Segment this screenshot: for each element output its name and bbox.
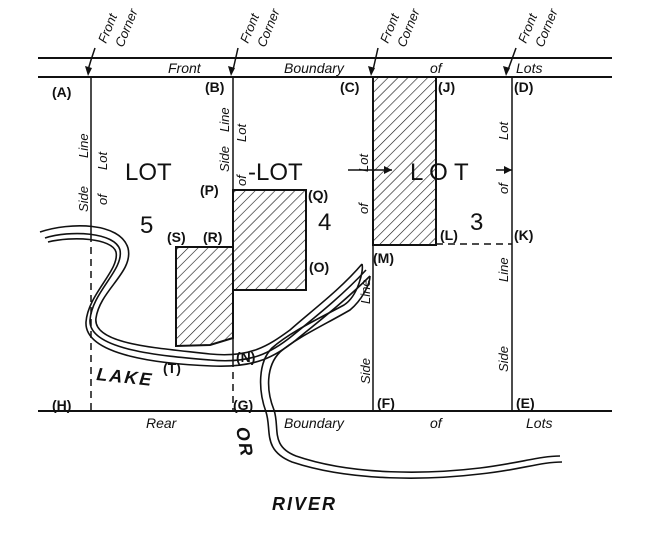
point-e-label: (E) xyxy=(516,395,535,411)
lake-label: LAKE xyxy=(96,364,155,390)
side-b-of: of xyxy=(234,174,249,186)
point-f-label: (F) xyxy=(377,395,395,411)
front-boundary-word-2: Boundary xyxy=(284,60,345,76)
front-boundary-word-1: Front xyxy=(168,60,202,76)
side-a-of: of xyxy=(95,193,110,205)
point-n-label: (N) xyxy=(236,349,255,365)
side-b-line: Line xyxy=(217,107,232,132)
point-j-label: (J) xyxy=(438,79,455,95)
front-corner-b: Front Corner xyxy=(228,6,283,76)
side-d-line: Line xyxy=(496,257,511,282)
rear-boundary-word-4: Lots xyxy=(526,415,552,431)
side-a-lot: Lot xyxy=(95,151,110,170)
side-d-of: of xyxy=(496,182,511,194)
point-c-label: (C) xyxy=(340,79,359,95)
side-c-lot: Lot xyxy=(356,153,371,172)
point-t-label: (T) xyxy=(163,360,181,376)
point-g-label: (G) xyxy=(233,397,253,413)
point-b-label: (B) xyxy=(205,79,224,95)
lot5-word: LOT xyxy=(125,159,172,186)
front-boundary-word-3: of xyxy=(430,60,444,76)
front-corner-label-line2: Corner xyxy=(532,6,561,49)
front-corner-a: Front Corner xyxy=(85,6,141,76)
point-m-label: (M) xyxy=(373,250,394,266)
lot3-word: L O T xyxy=(410,159,469,186)
point-q-label: (Q) xyxy=(308,187,328,203)
or-label: OR xyxy=(232,425,257,459)
front-corner-label-line2: Corner xyxy=(112,6,141,49)
river-banks xyxy=(39,225,563,479)
rear-boundary-word-2: Boundary xyxy=(284,415,345,431)
side-c-side: Side xyxy=(358,358,373,384)
side-c-of: of xyxy=(356,202,371,214)
point-s-label: (S) xyxy=(167,229,186,245)
point-h-label: (H) xyxy=(52,397,71,413)
side-b-side: Side xyxy=(217,146,232,172)
lot5-number: 5 xyxy=(140,212,153,239)
side-b-lot: Lot xyxy=(234,123,249,142)
rear-boundary-word-3: of xyxy=(430,415,444,431)
front-corner-label-line2: Corner xyxy=(254,6,283,49)
hatched-area-p-q-o-r xyxy=(232,189,307,291)
river-label: RIVER xyxy=(272,494,337,514)
side-d-side: Side xyxy=(496,346,511,372)
hatched-area-c-j-l-m xyxy=(372,76,437,246)
lot4-number: 4 xyxy=(318,209,331,236)
side-d-lot: Lot xyxy=(496,121,511,140)
front-corner-c: Front Corner xyxy=(368,6,423,76)
front-corner-label-line2: Corner xyxy=(394,6,423,49)
point-o-label: (O) xyxy=(309,259,329,275)
lot3-number: 3 xyxy=(470,209,483,236)
hatched-area-s-r-n-t xyxy=(175,246,234,348)
lot4-word: -LOT xyxy=(248,159,303,186)
point-a-label: (A) xyxy=(52,84,71,100)
side-c-line: Line xyxy=(358,279,373,304)
lot3-arrow-right-head xyxy=(504,166,512,174)
point-d-label: (D) xyxy=(514,79,533,95)
side-a-side: Side xyxy=(76,186,91,212)
lot3-arrow-left-head xyxy=(384,166,392,174)
point-p-label: (P) xyxy=(200,182,219,198)
side-a-line: Line xyxy=(76,133,91,158)
rear-boundary-word-1: Rear xyxy=(146,415,178,431)
point-k-label: (K) xyxy=(514,227,533,243)
front-boundary-word-4: Lots xyxy=(516,60,542,76)
point-l-label: (L) xyxy=(440,227,458,243)
point-r-label: (R) xyxy=(203,229,222,245)
